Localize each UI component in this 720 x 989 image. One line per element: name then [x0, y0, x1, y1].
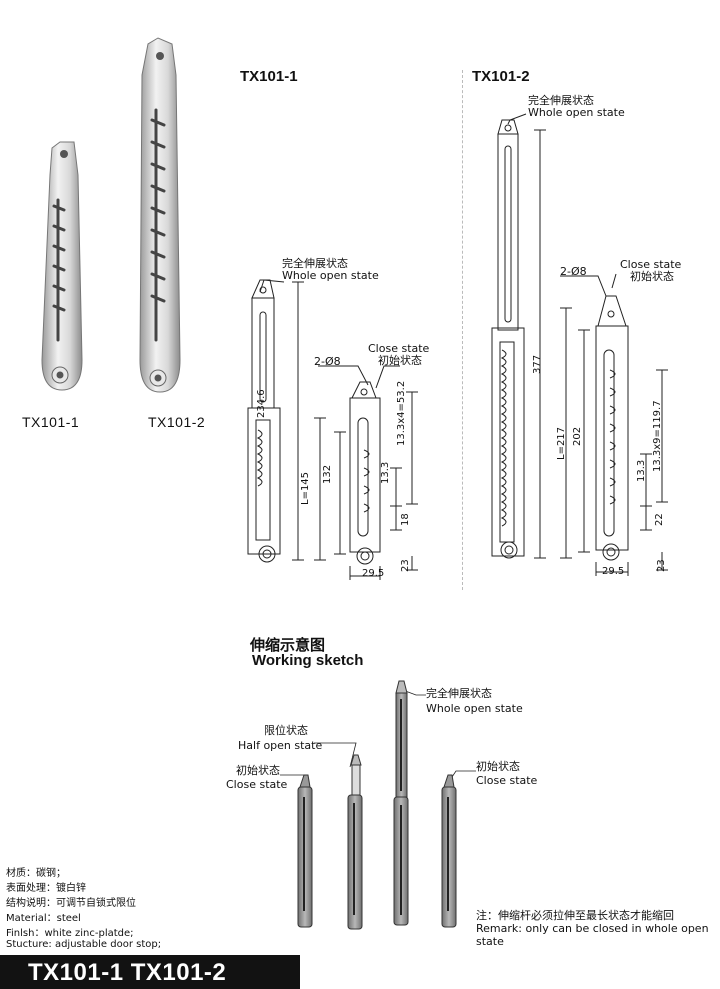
drawing2-dim-l: L=217	[556, 426, 567, 460]
photo-tx101-1	[41, 141, 83, 391]
photo-tx101-2	[139, 37, 181, 393]
drawing2-close-cn: 初始状态	[630, 270, 674, 283]
drawing2-dim-width: 29.5	[602, 566, 625, 577]
sketch-rod-close-2	[441, 774, 457, 928]
sketch-state-1-cn: 初始状态	[236, 764, 280, 777]
footer-title: TX101-1 TX101-2	[28, 959, 227, 986]
spec-structure-cn: 结构说明：可调节自锁式限位	[6, 898, 136, 909]
sketch-rod-close-1	[297, 774, 313, 928]
drawing2-dim-23: 23	[656, 559, 667, 572]
drawing1-title: TX101-1	[240, 68, 298, 85]
footer-bar: TX101-1 TX101-2	[0, 955, 300, 989]
drawing1-dim-pitch: 13.3	[380, 461, 391, 484]
drawing2-open-cn: 完全伸展状态	[528, 94, 594, 107]
drawing2-dim-inner: 202	[572, 426, 583, 446]
drawing1-close-en: Close state	[368, 342, 430, 355]
sketch-state-4-en: Close state	[476, 774, 538, 787]
drawing2-svg	[491, 113, 668, 576]
spec-finish-en: Finlsh：white zinc-platde;	[6, 928, 134, 939]
drawing1-hole: 2-Ø8	[314, 355, 341, 368]
drawing2-close-en: Close state	[620, 258, 682, 271]
sketch-title-cn: 伸缩示意图	[250, 636, 326, 654]
sketch-state-4-cn: 初始状态	[476, 760, 520, 773]
section-divider	[462, 70, 463, 590]
drawing1-dim-inner: 132	[322, 464, 333, 484]
sketch-title-en: Working sketch	[252, 652, 364, 669]
drawing2-dim-total: 377	[532, 354, 543, 374]
drawing2-dim-pitch-total: 13.3x9=119.7	[652, 400, 663, 472]
sketch-svg	[280, 680, 476, 930]
spec-finish-cn: 表面处理：镀白锌	[6, 883, 86, 894]
photo-label-tx101-2: TX101-2	[148, 414, 206, 430]
sketch-state-1-en: Close state	[226, 778, 288, 791]
sketch-state-3-en: Whole open state	[426, 702, 523, 715]
sketch-remark-en: Remark: only can be closed in whole open…	[476, 922, 709, 949]
drawing2-hole: 2-Ø8	[560, 265, 587, 278]
drawing1-svg	[247, 279, 418, 580]
spec-list: 材质：碳钢； 表面处理：镀白锌 结构说明：可调节自锁式限位 Material：s…	[6, 864, 161, 950]
drawing1-open-cn: 完全伸展状态	[282, 257, 348, 270]
spec-material-cn: 材质：碳钢；	[6, 868, 66, 879]
sketch-state-2-cn: 限位状态	[264, 724, 308, 737]
sketch-state-2-en: Half open state	[238, 739, 323, 752]
drawing1-dim-23: 23	[400, 559, 411, 572]
photo-label-tx101-1: TX101-1	[22, 414, 80, 430]
spec-structure-en: Stucture: adjustable door stop;	[6, 939, 162, 950]
drawing2-dim-pitch: 13.3	[636, 459, 647, 482]
product-photos	[41, 37, 181, 393]
drawing2-title: TX101-2	[472, 68, 530, 85]
sketch-rod-half	[347, 754, 363, 930]
sketch-state-3-cn: 完全伸展状态	[426, 687, 492, 700]
drawing2-dim-22: 22	[654, 513, 665, 526]
drawing1-dim-pitch-total: 13.3x4=53.2	[396, 380, 407, 446]
drawing2-open-en: Whole open state	[528, 106, 625, 119]
sketch-remark-cn: 注：伸缩杆必须拉伸至最长状态才能缩回	[476, 909, 674, 922]
drawing1-open-en: Whole open state	[282, 269, 379, 282]
drawing1-dim-width: 29.5	[362, 568, 385, 579]
drawing1-close-cn: 初始状态	[378, 354, 422, 367]
sketch-rod-open	[393, 680, 409, 926]
drawing1-dim-l: L=145	[300, 471, 311, 505]
drawing1-dim-18: 18	[400, 513, 411, 526]
drawing1-dim-total: 234.6	[256, 389, 267, 418]
spec-material-en: Material：steel	[6, 913, 81, 924]
